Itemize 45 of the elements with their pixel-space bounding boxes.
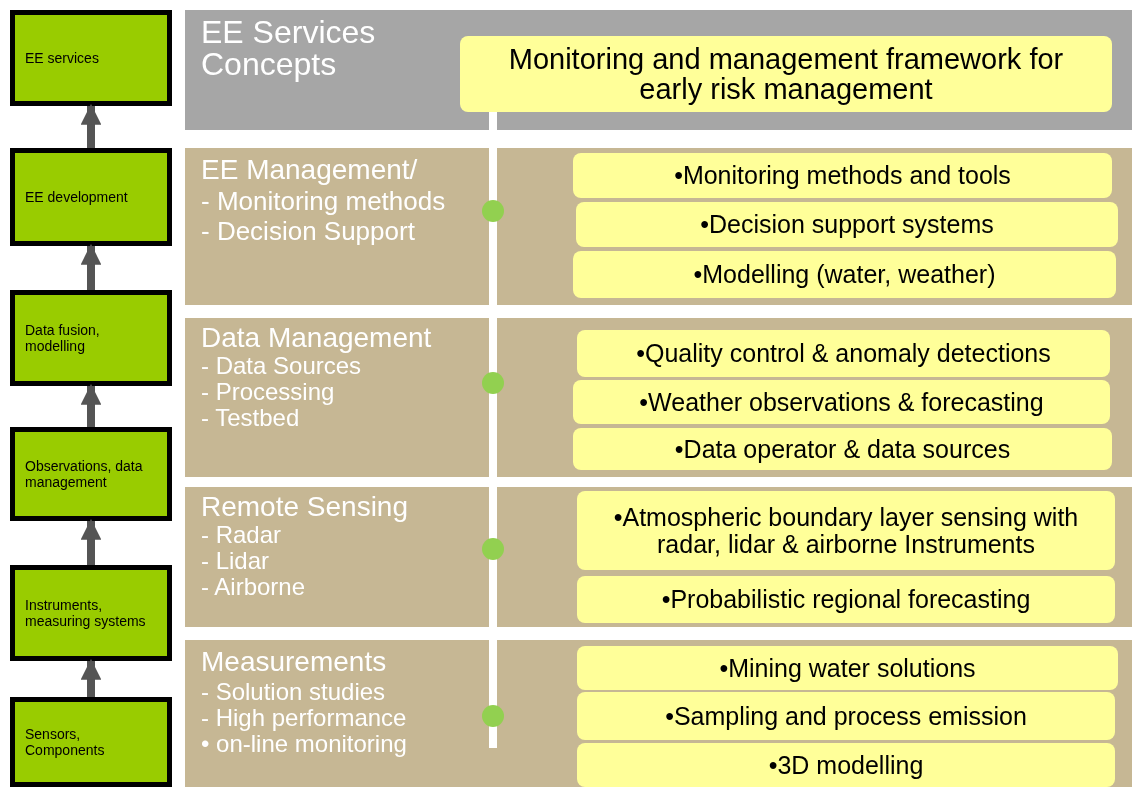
layer-list-item: - Monitoring methods: [201, 186, 446, 217]
level-box: Observations, data management: [10, 427, 172, 521]
level-box: Instruments, measuring systems: [10, 565, 172, 661]
layer-heading: Measurements: [201, 646, 387, 678]
layer-heading: EE Services Concepts: [201, 16, 377, 80]
level-box: Sensors, Components: [10, 697, 172, 787]
layer-list-item: - Testbed: [201, 404, 300, 432]
topic-box: •Probabilistic regional forecasting: [577, 576, 1115, 623]
topic-box: •Data operator & data sources: [573, 428, 1112, 470]
topic-box: •Decision support systems: [576, 202, 1118, 247]
topic-box: •Monitoring methods and tools: [573, 153, 1112, 198]
layer-heading: Remote Sensing: [201, 491, 408, 523]
layer-list-item: - Decision Support: [201, 216, 415, 247]
layer-list-item: - Solution studies: [201, 678, 386, 706]
topic-box: •Atmospheric boundary layer sensing with radar, lidar & airborne Instruments: [577, 491, 1115, 570]
arrow: [80, 383, 102, 427]
arrow: [80, 518, 102, 565]
layer-band: [185, 318, 1132, 477]
layer-heading: EE Management/: [201, 154, 418, 186]
layer-band: [185, 10, 1132, 130]
layer-band: [185, 148, 1132, 305]
layer-band: [185, 640, 1132, 787]
layer-heading: Data Management: [201, 322, 432, 354]
layer-list-item: - High performance: [201, 704, 407, 732]
layer-list-item: - Radar: [201, 521, 282, 549]
layer-list-item: - Airborne: [201, 573, 306, 601]
topic-box: •3D modelling: [577, 743, 1115, 787]
topic-box: Monitoring and management framework for early risk management: [460, 36, 1112, 112]
level-box: EE services: [10, 10, 172, 106]
arrow: [80, 103, 102, 148]
topic-box: •Quality control & anomaly detections: [577, 330, 1110, 377]
level-box: EE development: [10, 148, 172, 246]
topic-box: •Weather observations & forecasting: [573, 380, 1110, 424]
arrow: [80, 658, 102, 697]
layer-band: [185, 487, 1132, 627]
arrow: [80, 243, 102, 290]
level-box: Data fusion, modelling: [10, 290, 172, 386]
layer-list-item: • on-line monitoring: [201, 730, 407, 758]
layer-list-item: - Processing: [201, 378, 335, 406]
connector-line: [489, 112, 497, 748]
topic-box: •Sampling and process emission: [577, 692, 1115, 740]
topic-box: •Modelling (water, weather): [573, 251, 1116, 298]
layer-list-item: - Data Sources: [201, 352, 362, 380]
layer-list-item: - Lidar: [201, 547, 270, 575]
topic-box: •Mining water solutions: [577, 646, 1118, 690]
